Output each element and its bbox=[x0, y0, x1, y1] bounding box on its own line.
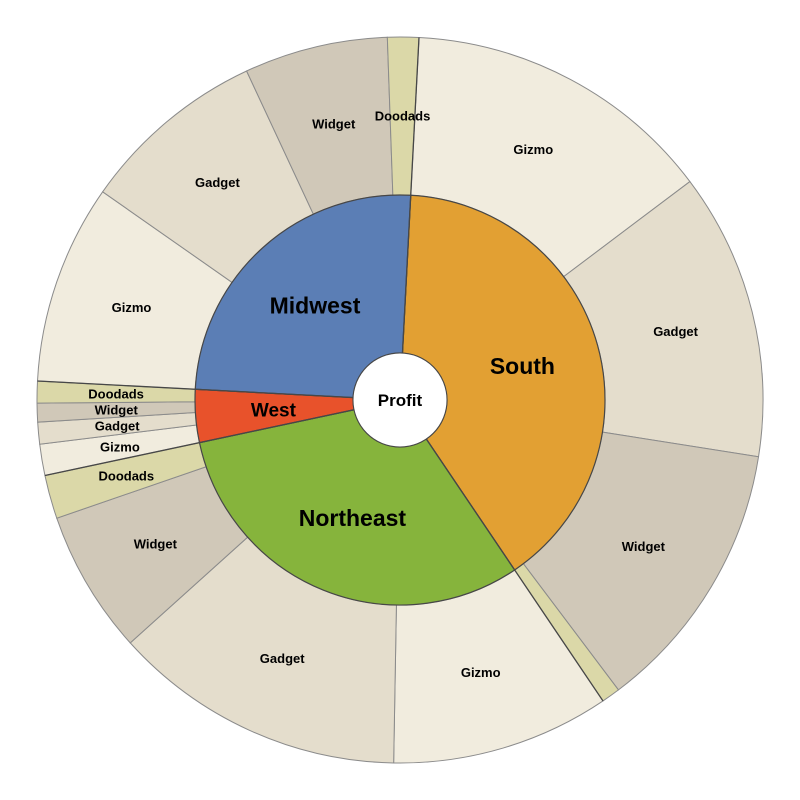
region-boundaries bbox=[37, 37, 604, 702]
label-south-widget: Widget bbox=[622, 539, 666, 554]
label-northeast-gadget: Gadget bbox=[260, 651, 305, 666]
boundary-west bbox=[44, 409, 355, 477]
region-ring bbox=[194, 194, 606, 606]
label-region-south: South bbox=[490, 353, 555, 379]
label-northeast-widget: Widget bbox=[134, 537, 178, 552]
boundary-northeast bbox=[425, 438, 604, 702]
label-midwest-doodads: Doodads bbox=[375, 109, 431, 124]
label-west-doodads: Doodads bbox=[88, 386, 144, 401]
label-layer: GizmoGadgetWidgetSouthGizmoGadgetWidgetD… bbox=[88, 109, 698, 680]
label-region-west: West bbox=[251, 401, 297, 422]
boundary-midwest bbox=[37, 380, 354, 399]
label-region-northeast: Northeast bbox=[299, 505, 407, 531]
label-midwest-widget: Widget bbox=[312, 116, 356, 131]
label-northeast-doodads: Doodads bbox=[98, 468, 154, 483]
label-west-gizmo: Gizmo bbox=[100, 439, 140, 454]
center-label: Profit bbox=[378, 391, 423, 410]
label-west-gadget: Gadget bbox=[95, 419, 140, 434]
center-circle bbox=[352, 352, 448, 448]
boundary-south bbox=[401, 37, 420, 354]
label-south-gizmo: Gizmo bbox=[513, 142, 553, 157]
label-midwest-gizmo: Gizmo bbox=[112, 300, 152, 315]
label-south-gadget: Gadget bbox=[653, 324, 698, 339]
label-midwest-gadget: Gadget bbox=[195, 175, 240, 190]
product-ring bbox=[36, 36, 764, 764]
label-region-midwest: Midwest bbox=[270, 293, 361, 319]
label-west-widget: Widget bbox=[95, 402, 139, 417]
label-northeast-gizmo: Gizmo bbox=[461, 665, 501, 680]
